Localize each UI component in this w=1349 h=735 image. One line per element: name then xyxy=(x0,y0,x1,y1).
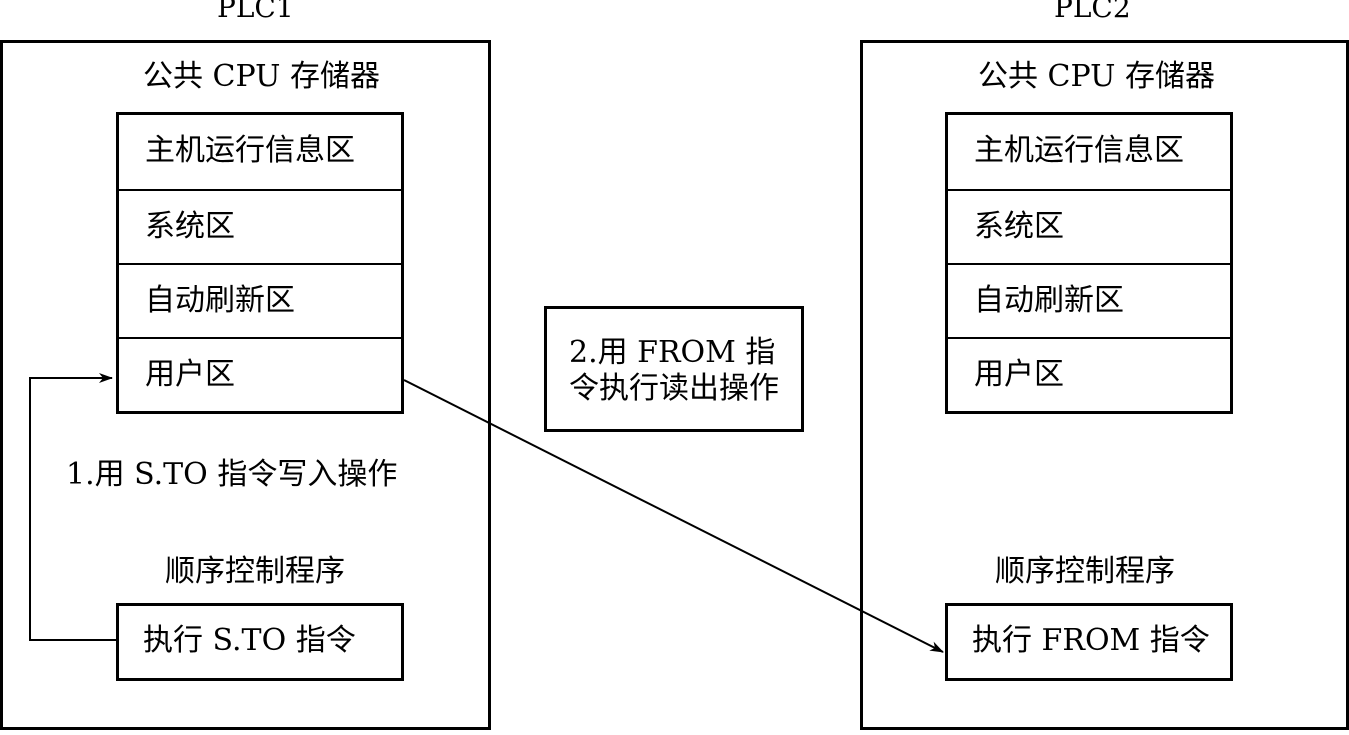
plc1-exec-box: 执行 S.TO 指令 xyxy=(116,603,404,681)
plc1-memory-row-host-info: 主机运行信息区 xyxy=(145,133,355,168)
step1-write-arrow xyxy=(29,373,116,641)
plc1-title: PLC1 xyxy=(217,0,294,24)
step2-note-line2: 令执行读出操作 xyxy=(569,371,779,406)
plc1-panel xyxy=(0,40,491,730)
plc1-memory-row-auto-refresh: 自动刷新区 xyxy=(119,263,401,337)
plc1-memory-title: 公共 CPU 存储器 xyxy=(143,59,380,94)
plc2-memory-row-user: 用户区 xyxy=(948,337,1230,411)
plc2-memory-row-system: 系统区 xyxy=(948,189,1230,263)
plc1-memory-row-system: 系统区 xyxy=(119,189,401,263)
step1-note: 1.用 S.TO 指令写入操作 xyxy=(66,457,398,492)
plc2-memory-block: 主机运行信息区 系统区 自动刷新区 用户区 xyxy=(945,112,1233,414)
plc2-title: PLC2 xyxy=(1054,0,1131,24)
plc2-memory-row-host-info: 主机运行信息区 xyxy=(974,133,1184,168)
step2-note-box: 2.用 FROM 指 令执行读出操作 xyxy=(544,306,804,432)
step2-read-arrow xyxy=(403,379,944,653)
plc1-memory-row-user: 用户区 xyxy=(119,337,401,411)
step2-note-line1: 2.用 FROM 指 xyxy=(569,335,776,370)
plc2-memory-row-auto-refresh: 自动刷新区 xyxy=(948,263,1230,337)
plc1-sequence-title: 顺序控制程序 xyxy=(165,554,345,589)
plc2-memory-title: 公共 CPU 存储器 xyxy=(978,59,1215,94)
plc1-memory-block: 主机运行信息区 系统区 自动刷新区 用户区 xyxy=(116,112,404,414)
plc2-exec-box: 执行 FROM 指令 xyxy=(945,603,1233,681)
plc2-panel xyxy=(860,40,1349,730)
plc2-sequence-title: 顺序控制程序 xyxy=(995,554,1175,589)
